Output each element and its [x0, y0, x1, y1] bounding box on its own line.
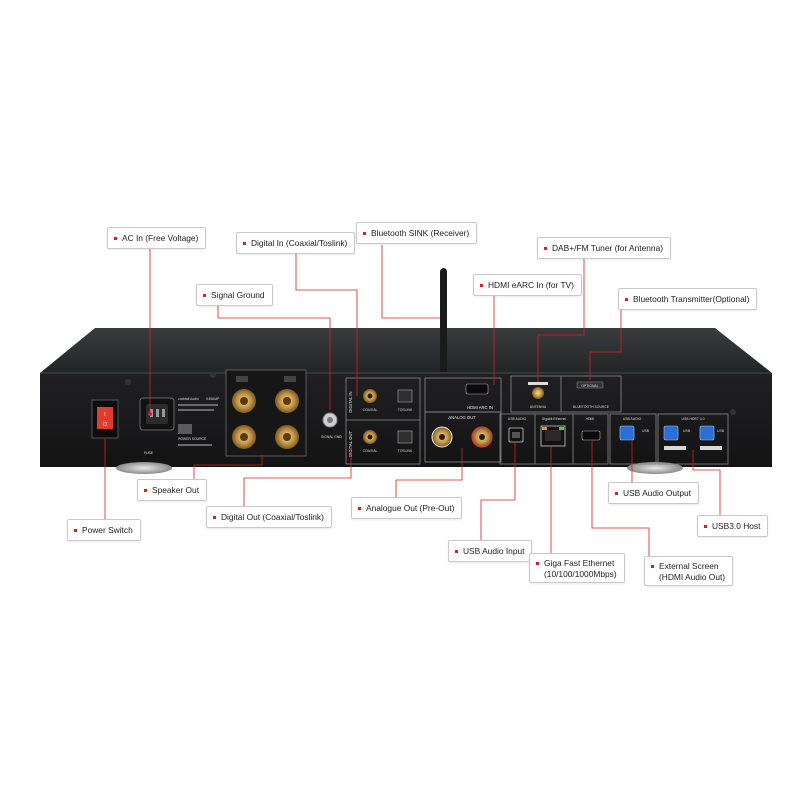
callout-ac-in: AC In (Free Voltage) [107, 227, 207, 249]
foot-right [627, 462, 683, 474]
svg-text:TOSLINK: TOSLINK [398, 449, 413, 453]
callout-hdmi-earc: HDMI eARC In (for TV) [473, 274, 582, 296]
svg-text:ANALOG OUT: ANALOG OUT [448, 415, 476, 420]
callout-signal-ground: Signal Ground [196, 284, 273, 306]
svg-text:FUSE: FUSE [144, 451, 154, 455]
svg-text:USB: USB [717, 429, 725, 433]
toslink-out-icon [397, 430, 413, 444]
svg-text:X45AMP: X45AMP [206, 397, 220, 401]
svg-text:COAXIAL: COAXIAL [363, 449, 378, 453]
usb-host-port-icon [663, 425, 679, 441]
usb-audio-output-icon [619, 425, 635, 441]
callout-digital-in: Digital In (Coaxial/Toslink) [236, 232, 356, 254]
svg-text:USB HOST 3.0: USB HOST 3.0 [682, 417, 705, 421]
callout-digital-out: Digital Out (Coaxial/Toslink) [206, 506, 332, 528]
antenna-port-icon [532, 387, 544, 399]
callout-bt-transmitter: Bluetooth Transmitter(Optional) [618, 288, 758, 310]
svg-text:USB AUDIO: USB AUDIO [508, 417, 527, 421]
callout-usb-audio-output: USB Audio Output [608, 482, 699, 504]
callout-speaker-out: Speaker Out [137, 479, 208, 501]
callout-usb-audio-input: USB Audio Input [448, 540, 533, 562]
svg-text:DIGITAL IN: DIGITAL IN [348, 391, 353, 412]
svg-text:TOSLINK: TOSLINK [398, 408, 413, 412]
callout-external-screen: External Screen(HDMI Audio Out) [644, 556, 734, 586]
callout-power-switch: Power Switch [67, 519, 141, 541]
svg-text:POWER SOURCE: POWER SOURCE [178, 437, 207, 441]
svg-text:Gigabit Ethernet: Gigabit Ethernet [542, 417, 567, 421]
svg-text:USB: USB [642, 429, 650, 433]
callout-bluetooth-sink: Bluetooth SINK (Receiver) [356, 222, 478, 244]
svg-text:BLUETOOTH SOURCE: BLUETOOTH SOURCE [573, 405, 610, 409]
svg-text:DIGITAL OUT: DIGITAL OUT [348, 431, 353, 457]
callout-analogue-out: Analogue Out (Pre-Out) [351, 497, 463, 519]
svg-text:USB: USB [683, 429, 691, 433]
antenna-icon [440, 268, 447, 380]
foot-left [116, 462, 172, 474]
svg-text:COAXIAL: COAXIAL [363, 408, 378, 412]
svg-text:HDMI: HDMI [586, 417, 595, 421]
svg-text:O: O [103, 422, 107, 428]
svg-text:HDMI ARC IN: HDMI ARC IN [467, 405, 493, 410]
svg-text:SIGNAL GND: SIGNAL GND [321, 435, 342, 439]
hdmi-arc-port-icon [465, 383, 489, 395]
svg-text:USB AUDIO: USB AUDIO [623, 417, 642, 421]
toslink-in-icon [397, 389, 413, 403]
svg-text:OPTIONAL: OPTIONAL [581, 384, 598, 388]
leader-lines [104, 245, 721, 558]
brand-label: cocktail Audio [178, 397, 199, 401]
svg-text:ANTENNA: ANTENNA [530, 405, 547, 409]
callout-usb3-host: USB3.0 Host [697, 515, 769, 537]
callout-dab-tuner: DAB+/FM Tuner (for Antenna) [537, 237, 672, 259]
callout-ethernet: Giga Fast Ethernet(10/100/1000Mbps) [529, 553, 625, 583]
svg-text:I: I [104, 412, 105, 418]
digital-io-box [345, 377, 421, 465]
usb-host-port-icon [699, 425, 715, 441]
hdmi-out-port-icon [581, 430, 601, 441]
bt-source-slot [576, 381, 604, 389]
chassis-top [40, 328, 772, 373]
power-switch-icon [91, 399, 119, 439]
